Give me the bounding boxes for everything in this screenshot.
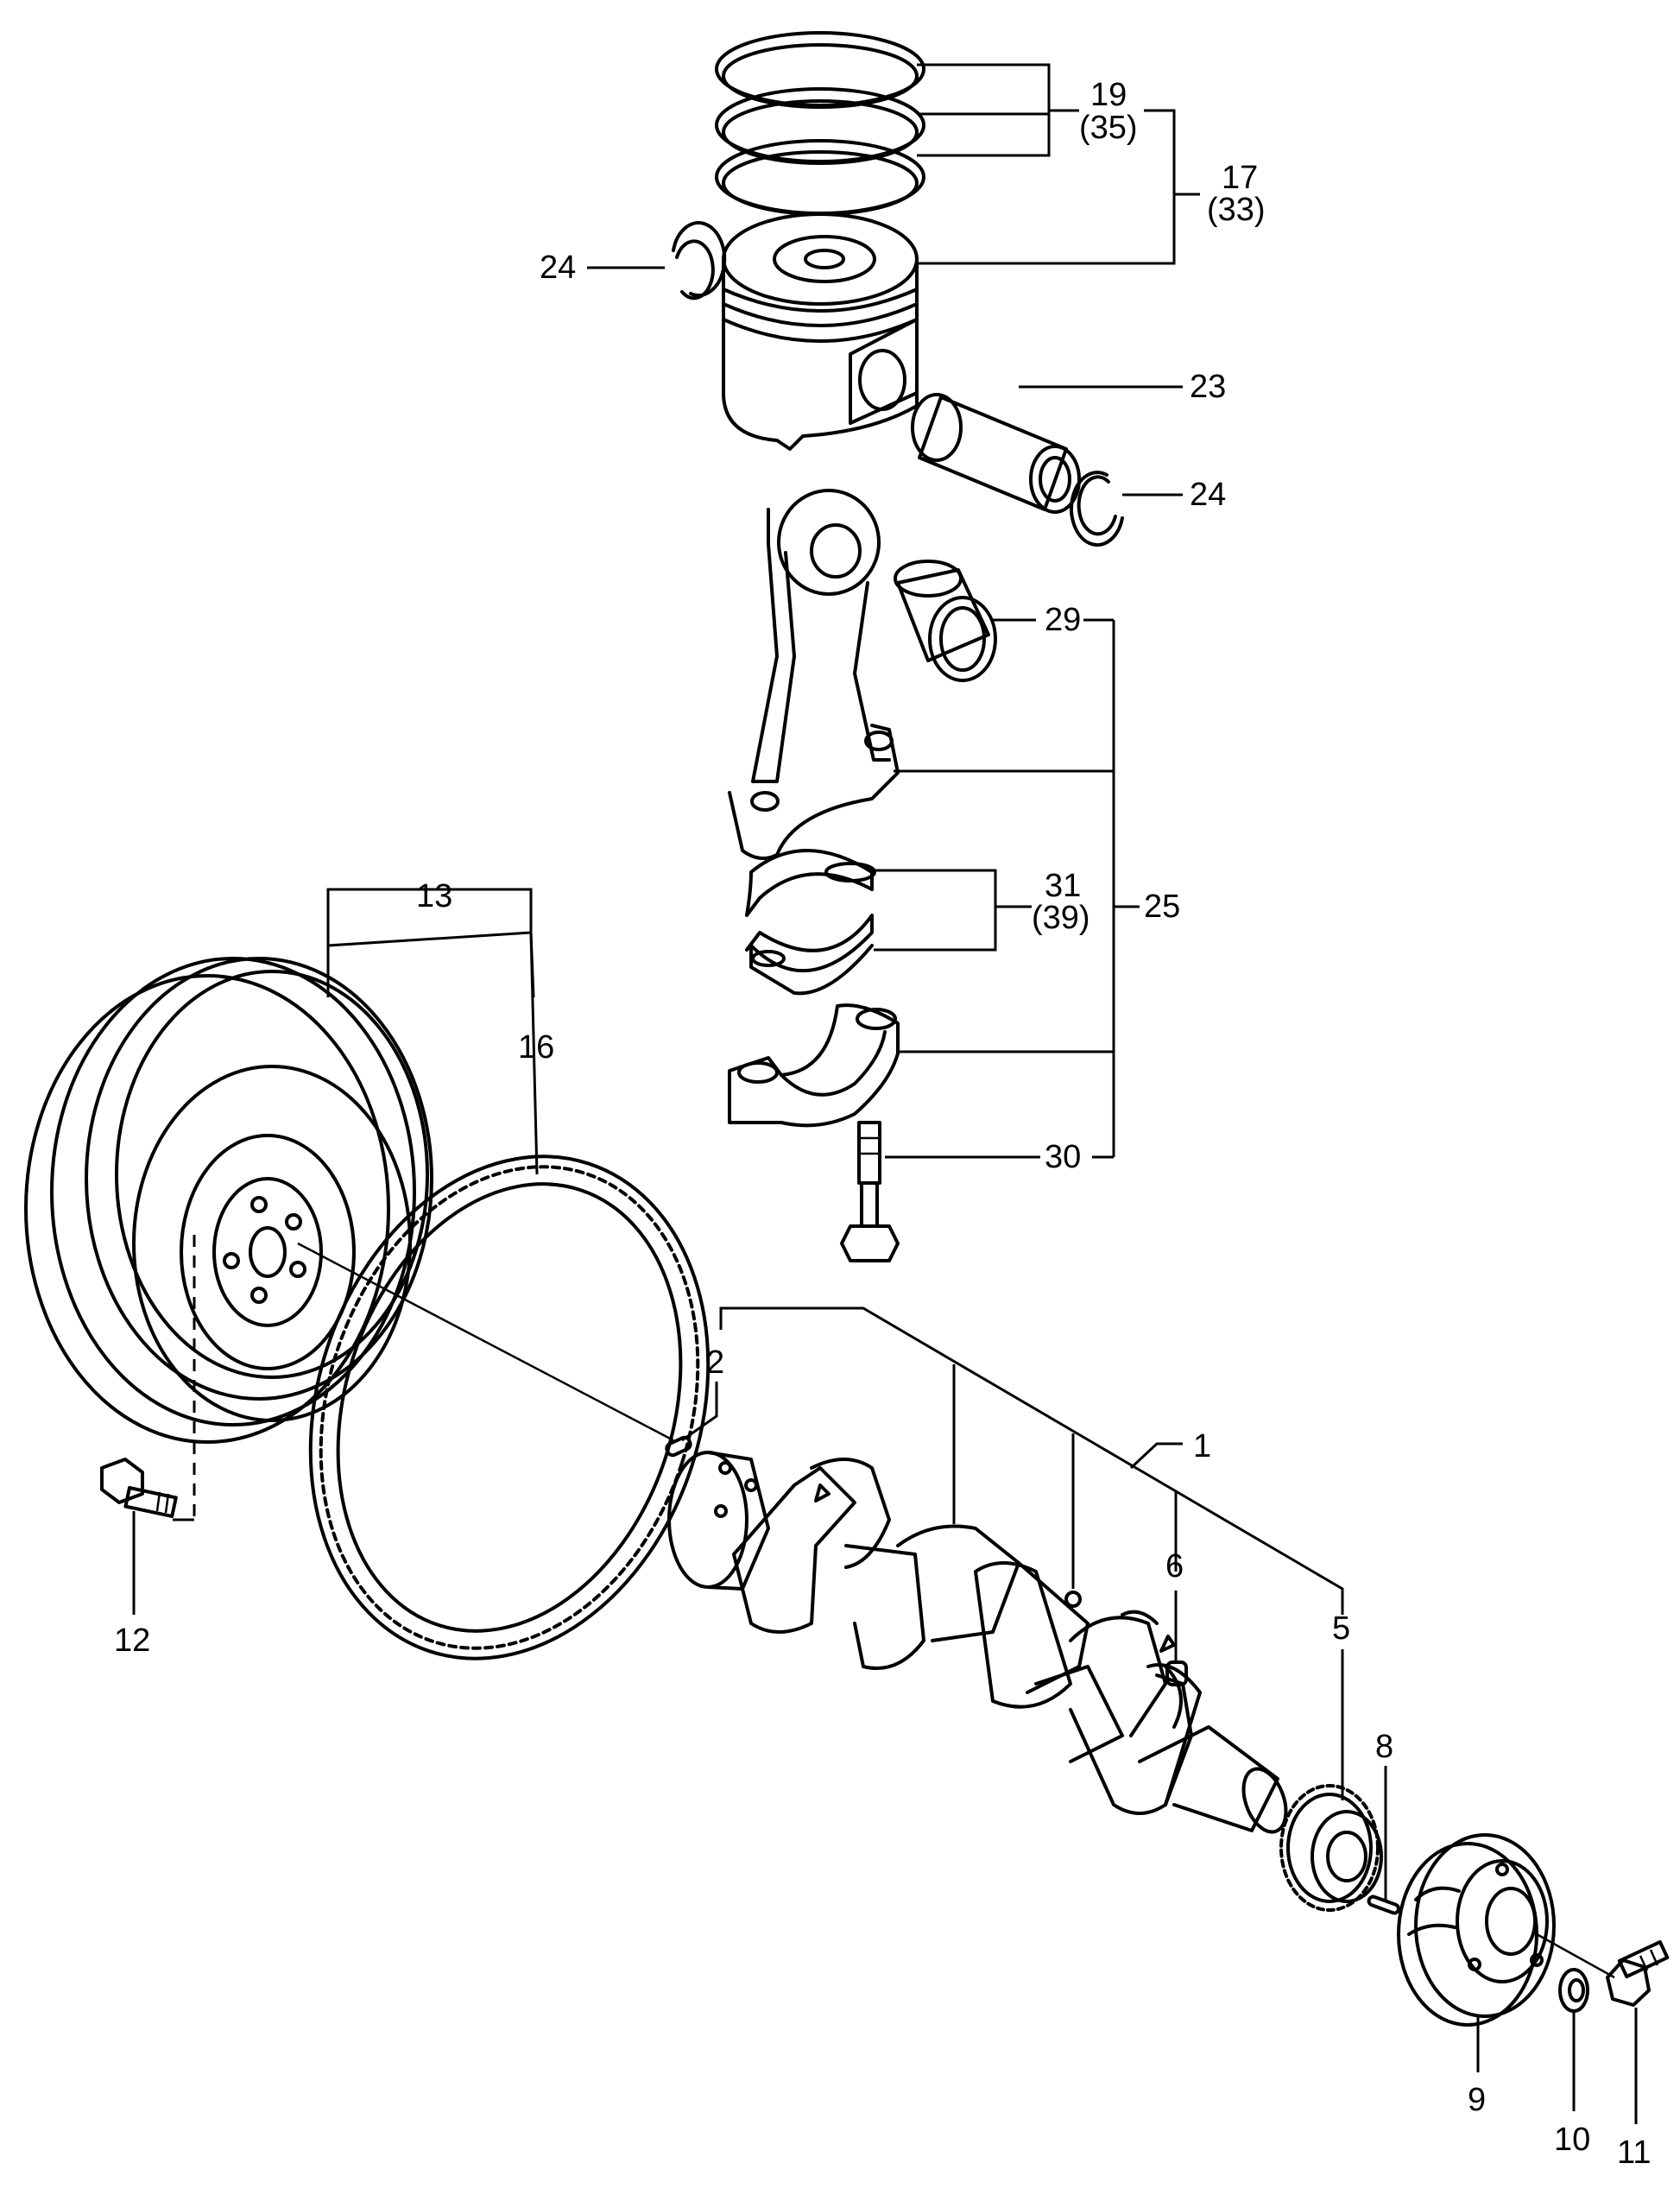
flywheel <box>24 957 433 1444</box>
callout-31-alt: (39) <box>1032 900 1090 936</box>
callout-9: 9 <box>1468 2082 1486 2118</box>
crankshaft <box>667 1451 1288 1834</box>
ring-gear <box>308 1154 711 1660</box>
callout-19-alt: (35) <box>1079 110 1138 146</box>
callout-24-right: 24 <box>1190 477 1226 513</box>
callout-24-left: 24 <box>540 250 576 286</box>
callout-16: 16 <box>518 1029 554 1066</box>
callout-17: 17 <box>1222 160 1258 196</box>
pulley-bolt <box>1606 1939 1670 2007</box>
callout-labels: 19 (35) 17 (33) 24 23 24 29 31 (39) 25 3… <box>114 77 1651 2171</box>
piston <box>722 212 919 451</box>
callout-29: 29 <box>1045 602 1081 638</box>
rod-bolt <box>840 1121 900 1262</box>
callout-12: 12 <box>114 1623 150 1659</box>
circlip-left <box>672 221 727 300</box>
callout-11: 11 <box>1617 2135 1651 2171</box>
pin <box>1367 1895 1401 1915</box>
callout-6: 6 <box>1165 1548 1184 1585</box>
piston-rings <box>715 31 925 216</box>
connecting-rod <box>728 489 900 860</box>
callout-10: 10 <box>1554 2122 1590 2158</box>
small-end-bushing <box>894 560 997 682</box>
callout-30: 30 <box>1045 1139 1081 1175</box>
piston-pin <box>911 393 1081 514</box>
callout-13: 13 <box>416 878 452 914</box>
washer <box>1558 1968 1589 2013</box>
callout-5: 5 <box>1332 1610 1350 1647</box>
callout-25: 25 <box>1144 889 1180 925</box>
callout-19: 19 <box>1090 77 1127 113</box>
callout-1: 1 <box>1193 1428 1211 1464</box>
circlip-right <box>1070 471 1124 547</box>
rod-cap <box>728 1003 900 1128</box>
callout-2: 2 <box>706 1344 724 1381</box>
flywheel-bolt <box>100 1458 178 1518</box>
bearing-shell-upper <box>745 849 876 917</box>
dowel-pin <box>665 1435 692 1458</box>
crank-pulley <box>1397 1833 1556 2027</box>
callout-23: 23 <box>1190 369 1226 405</box>
callout-17-alt: (33) <box>1207 192 1266 228</box>
callout-8: 8 <box>1375 1729 1393 1765</box>
crank-gear <box>1279 1784 1383 1912</box>
bearing-shell-lower <box>745 914 874 996</box>
leader-lines <box>132 63 1638 2124</box>
callout-31: 31 <box>1045 868 1081 904</box>
